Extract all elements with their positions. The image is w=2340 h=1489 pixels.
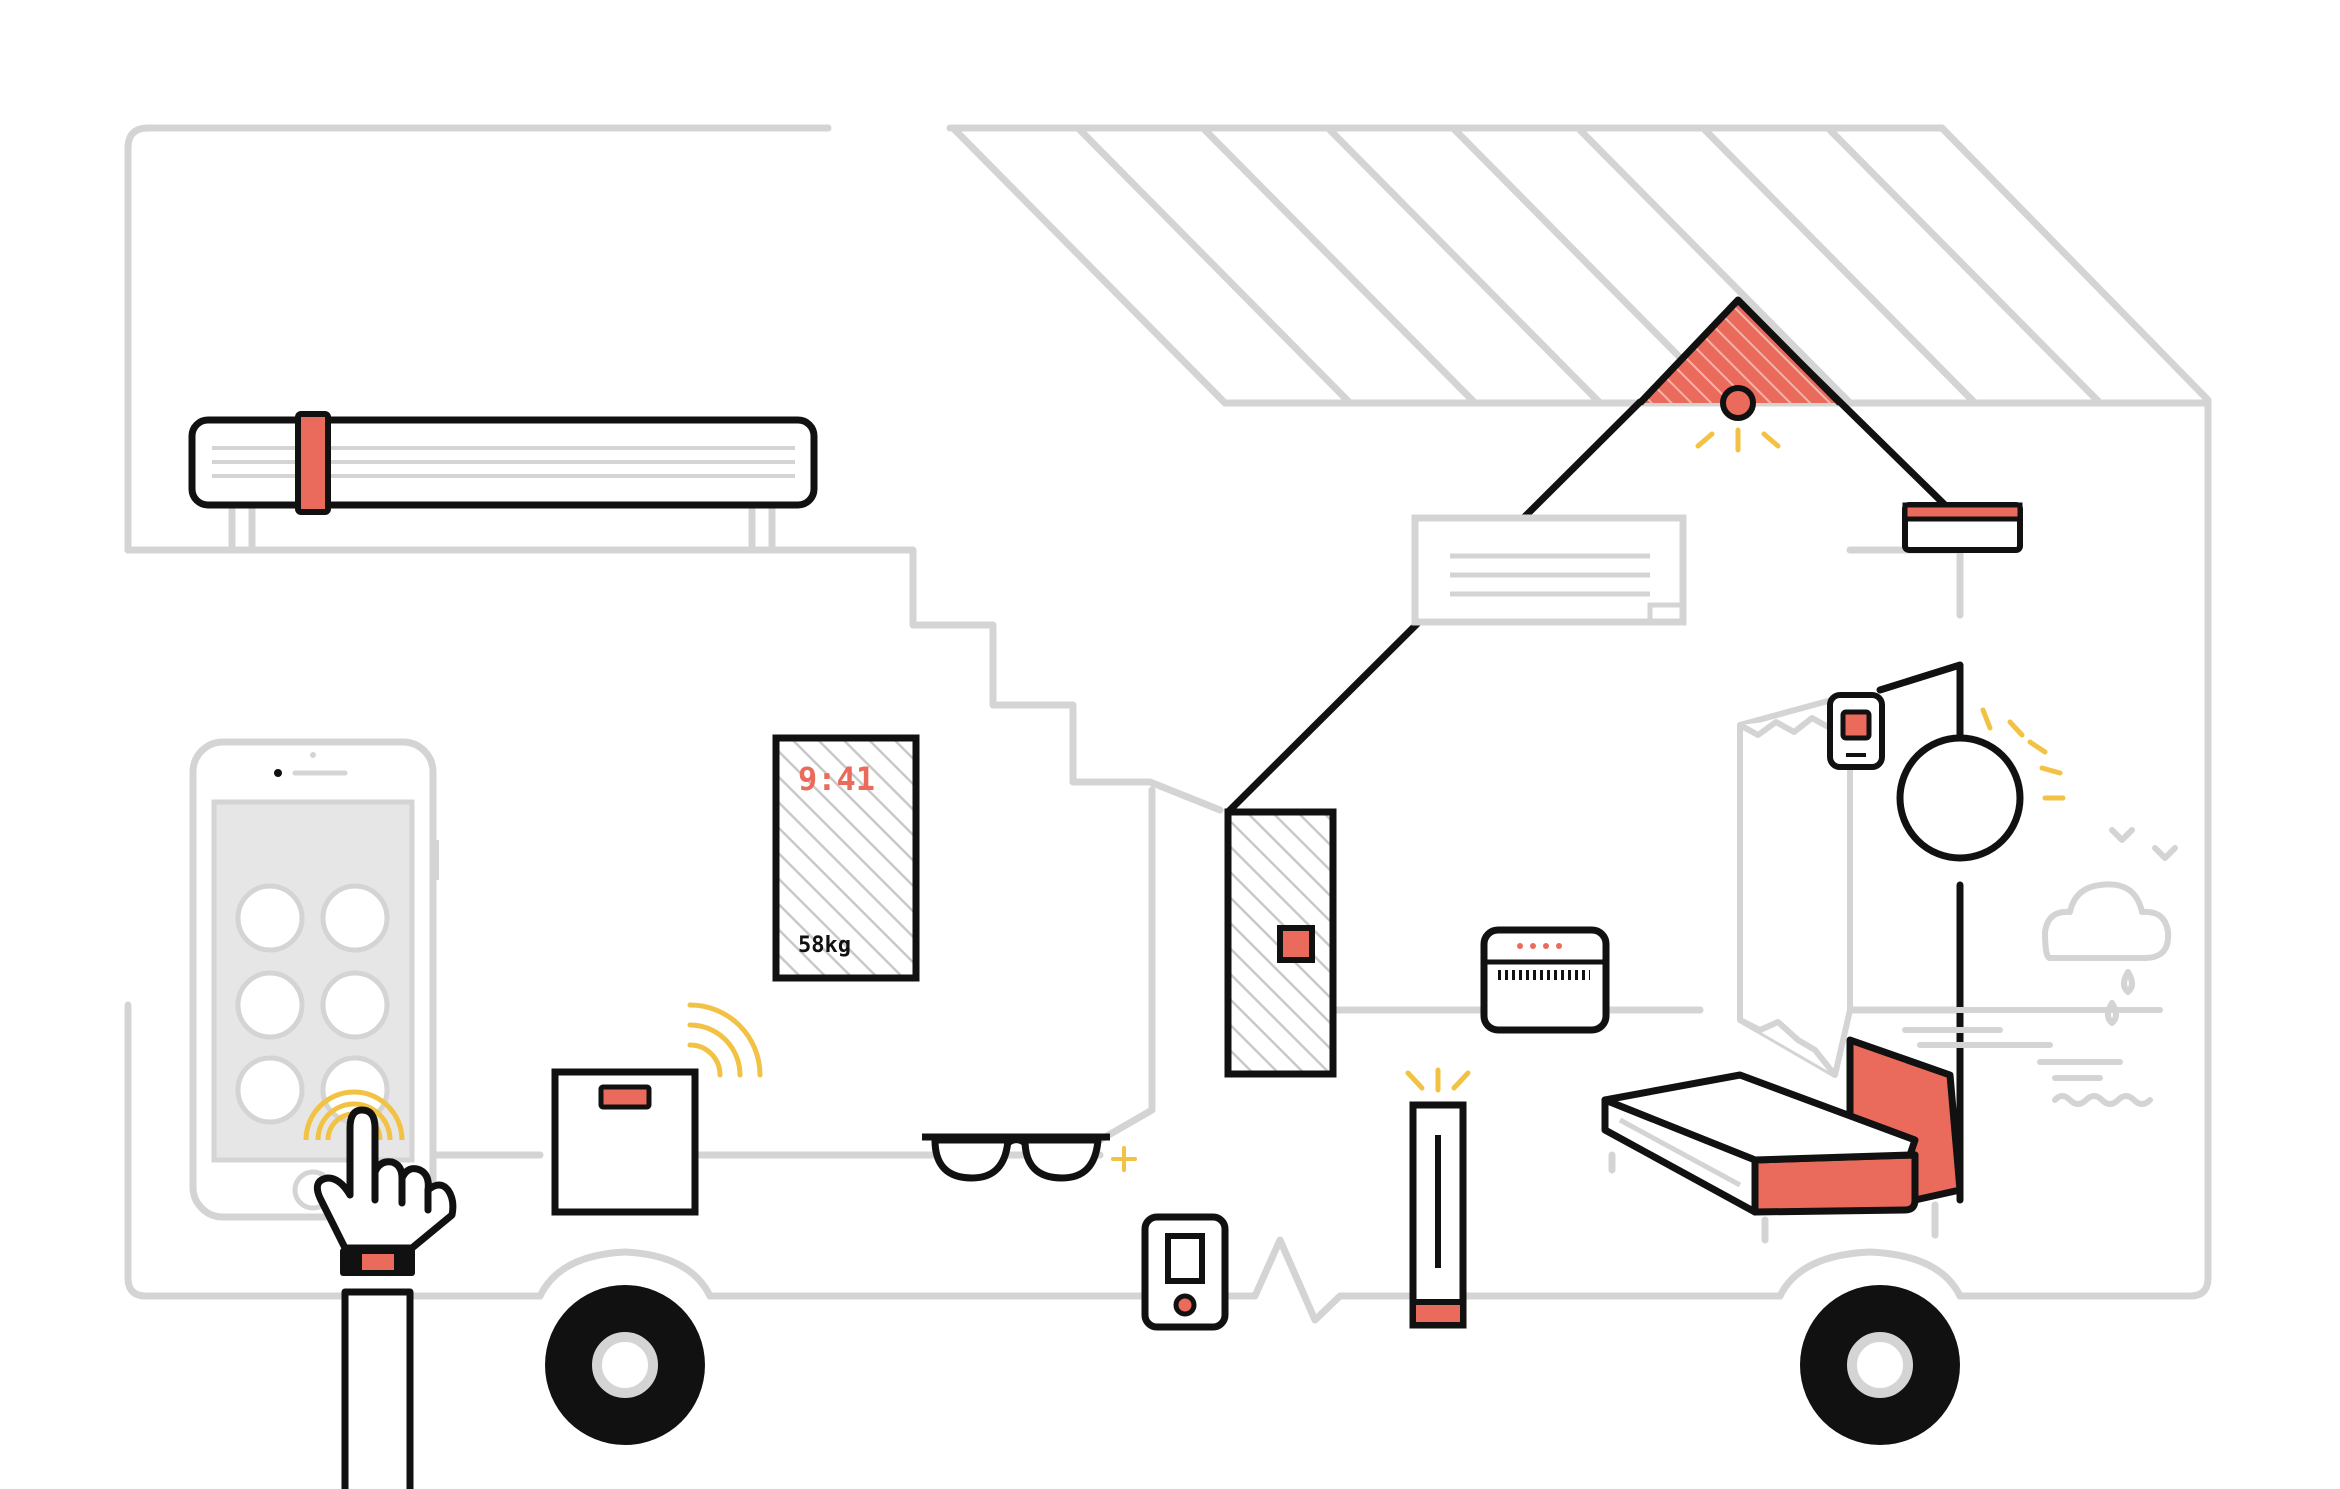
heart-monitor-icon: [1141, 1213, 1229, 1331]
smart-scale-icon: [551, 1002, 763, 1216]
door-lock-icon: [1224, 808, 1337, 1078]
weather-cloud-icon: [1897, 827, 2178, 1107]
smartphone-icon: [189, 738, 439, 1221]
mirror-time: 9:41: [798, 760, 875, 798]
mirror-weight: 58kg: [798, 933, 851, 958]
solar-panel-icon: [951, 126, 2212, 407]
smart-glasses-icon: [922, 1133, 1110, 1182]
air-purifier-icon: [1405, 1067, 1471, 1329]
air-conditioner-icon: [1411, 514, 1687, 626]
light-sensor-icon: [1896, 707, 2066, 862]
wheel-icon: [545, 1285, 705, 1445]
awning-icon: [188, 411, 818, 515]
sparkle-icon: [1111, 1146, 1137, 1172]
smart-bed-icon: [1601, 1036, 1964, 1216]
smart-mirror-icon: 9:41 58kg: [772, 734, 920, 982]
wheel-icon: [1800, 1285, 1960, 1445]
rice-cooker-icon: [1480, 926, 1610, 1034]
wristband-icon: [340, 1248, 415, 1276]
smart-socket-icon: [1902, 502, 2023, 553]
ceiling-light-icon: [1637, 296, 1843, 453]
hand-pointer-icon: [313, 1106, 457, 1489]
robot-vacuum-icon: [1827, 692, 1885, 770]
